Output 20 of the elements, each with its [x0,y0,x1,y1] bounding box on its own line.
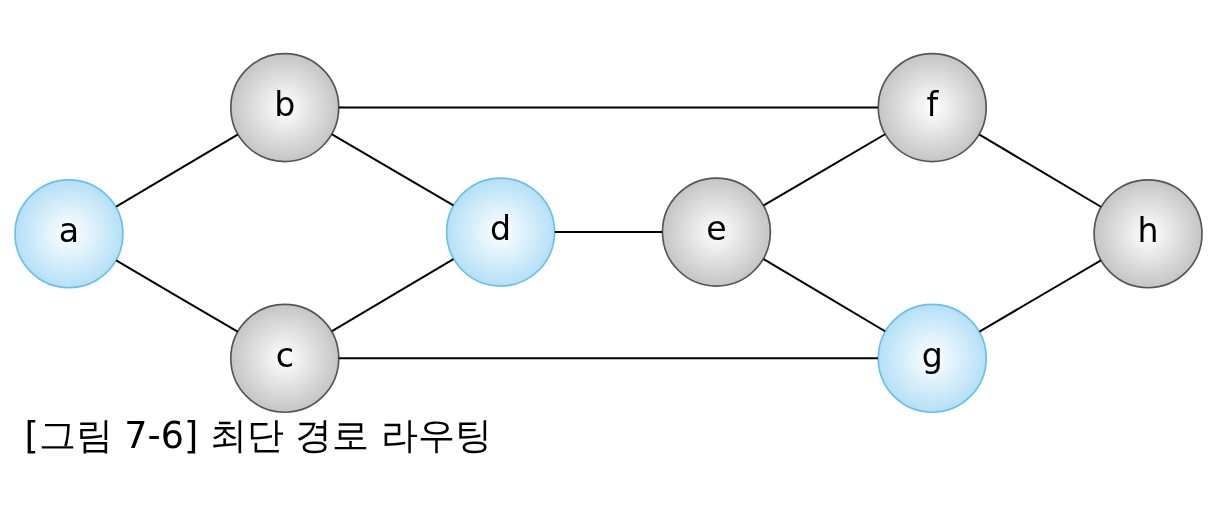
connector [337,356,879,359]
connector [115,259,239,333]
node-circle: c [230,303,340,413]
node-circle: h [1093,178,1203,289]
connector [553,230,664,233]
node-circle: f [877,52,988,162]
node-circle: d [445,176,556,287]
connector [978,133,1102,208]
connector [978,258,1102,333]
node-circle: g [877,303,988,413]
node-circle: a [14,178,124,289]
node-circle: b [230,52,340,162]
connector [331,132,455,206]
connector [762,257,887,332]
connector [762,132,887,206]
connector [337,106,879,109]
connector [331,257,455,332]
node-circle: e [661,176,772,287]
connector [115,133,239,208]
caption: [그림 7-6] 최단 경로 라우팅 [24,413,492,457]
